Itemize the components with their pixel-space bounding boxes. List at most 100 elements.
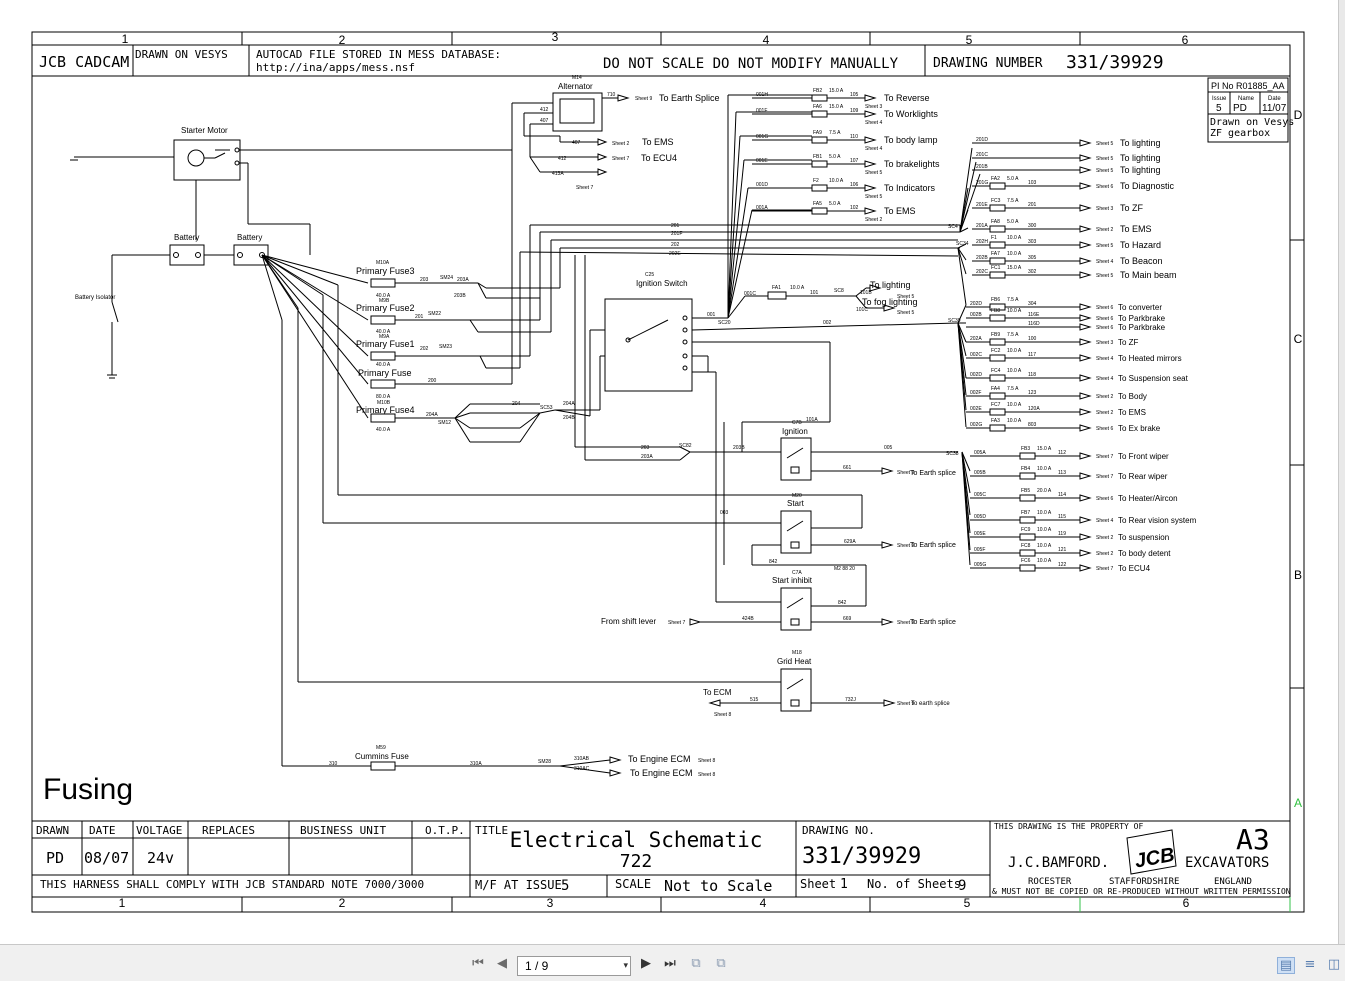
chevron-down-icon[interactable]: ▾ [623,960,628,970]
first-page-icon[interactable]: ⏮ [472,956,484,971]
wire-label: 005G [974,562,986,568]
arrow [1079,354,1092,362]
wire-label: 100 [1028,336,1037,342]
arrow [1079,494,1092,502]
svg-text:310: 310 [329,761,338,767]
fuse [989,182,1006,190]
cadcam-label: JCB CADCAM [39,53,129,71]
wire-label: 107 [850,158,859,164]
relay-start-wires [723,422,882,607]
svg-text:PD: PD [46,849,64,867]
svg-text:C25: C25 [645,272,654,278]
fuse-rating: 10.0 A [1007,418,1022,424]
fuse-rating: 7.5 A [1007,386,1019,392]
two-page-view-icon[interactable]: ◫ [1327,957,1341,972]
sheet-ref: Sheet 7 [1096,474,1113,480]
arrow [1079,204,1092,212]
fuse-id: FB3 [1021,446,1030,452]
fuse [989,225,1006,233]
svg-text:407: 407 [572,140,581,146]
fuse [989,374,1006,382]
wire-label: 803 [1028,422,1037,428]
destination-label: To body lamp [884,135,938,145]
wire-label: 201A [976,223,988,229]
fit-page-icon[interactable]: ⧉ [716,956,726,971]
primary-fuse-wires [395,150,960,443]
wire-label: 201G [976,180,988,186]
arrow [1079,314,1092,322]
ignition-switch-label: Ignition Switch [636,279,688,288]
wire-label: 002F [970,390,981,396]
alternator-outputs: 710 Sheet 9 To Earth Splice 407 Sheet 2 … [552,92,720,191]
col-number: 1 [119,896,126,910]
svg-text:To ECU4: To ECU4 [641,153,677,163]
svg-text:C7A: C7A [792,570,802,576]
arrow [864,110,877,118]
last-page-icon[interactable]: ⏭ [664,956,676,971]
single-page-view-icon[interactable]: ▤ [1277,957,1295,974]
wire-label: 120A [1028,406,1040,412]
svg-text:Sheet 8: Sheet 8 [698,772,715,778]
fuse [1019,494,1036,502]
svg-text:J.C.BAMFORD.: J.C.BAMFORD. [1008,855,1109,871]
svg-text:FA1: FA1 [772,285,781,291]
page-number-input[interactable] [521,958,613,974]
svg-text:413A: 413A [552,171,564,177]
fuse-id: FA2 [991,176,1000,182]
svg-text:To Earth Splice: To Earth Splice [659,93,720,103]
drawing-number-label: DRAWING NUMBER [933,56,1043,71]
fuse [1019,564,1036,572]
svg-text:Sheet 8: Sheet 8 [698,758,715,764]
svg-text:O.T.P.: O.T.P. [425,824,465,837]
svg-text:1: 1 [840,877,848,892]
svg-text:SM24: SM24 [440,275,453,281]
wire-label: 117 [1028,352,1036,358]
sheet-ref: Sheet 5 [1096,243,1113,249]
sheet-ref: Sheet 4 [1096,356,1113,362]
fuse-rating: 10.0 A [1007,251,1022,257]
fuse [811,207,828,215]
wire-label: 116D [1028,321,1040,327]
arrow [1079,241,1092,249]
svg-text:ROCESTER: ROCESTER [1028,877,1072,887]
alternator: M14 Alternator 412 407 [540,75,603,132]
sheet-ref: Sheet 6 [1096,325,1113,331]
fuse-id: FB1 [813,154,822,160]
rotate-page-icon[interactable]: ⧉ [691,956,701,971]
svg-text:204: 204 [512,401,521,407]
svg-text:DRAWN: DRAWN [36,824,69,837]
fuse [1019,533,1036,541]
sheet-ref: Sheet 5 [865,194,882,200]
wire-label: 116E [1028,312,1040,318]
starter-motor: Starter Motor [173,126,241,181]
svg-text:M18: M18 [792,650,802,656]
continuous-view-icon[interactable]: ≡ [1304,957,1316,972]
fuse-id: FB5 [1021,488,1030,494]
fuse-id: FA4 [991,386,1000,392]
fuse-ref: M9B [379,298,390,304]
fuse [1019,516,1036,524]
arrow [1079,303,1092,311]
sheet-ref: Sheet 2 [865,217,882,223]
previous-page-icon[interactable]: ◀ [497,956,507,971]
svg-text:201: 201 [415,314,424,320]
svg-text:REPLACES: REPLACES [202,824,255,837]
svg-text:To earth splice: To earth splice [911,701,950,707]
sheet-ref: Sheet 2 [1096,227,1113,233]
arrow [883,699,896,707]
next-page-icon[interactable]: ▶ [641,956,651,971]
arrow [1079,139,1092,147]
vertical-scrollbar[interactable] [1338,0,1345,944]
wire-label: 002G [970,422,982,428]
destination-label: To brakelights [884,159,940,169]
arrow [1079,257,1092,265]
page-selector[interactable]: ▾ [517,956,631,976]
